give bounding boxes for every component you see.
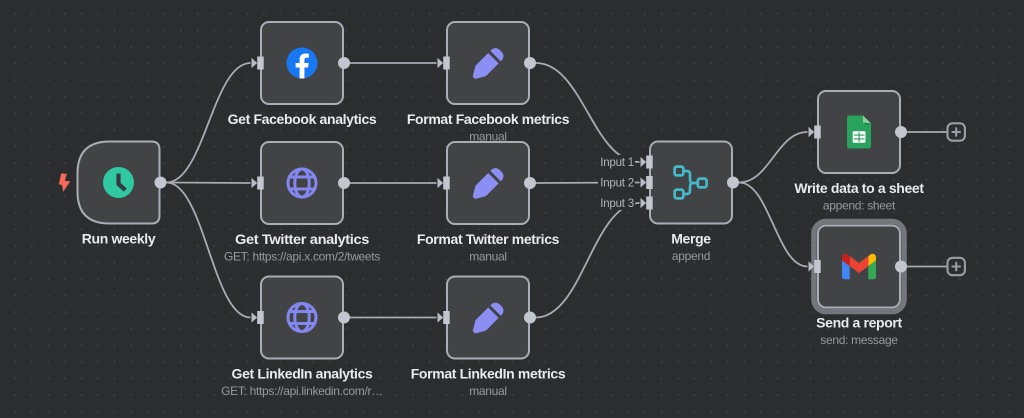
svg-text:Format LinkedIn metrics: Format LinkedIn metrics: [411, 366, 566, 382]
svg-text:manual: manual: [469, 250, 507, 264]
svg-text:Send a report: Send a report: [816, 315, 902, 331]
svg-text:manual: manual: [469, 130, 507, 144]
svg-text:Get Twitter analytics: Get Twitter analytics: [235, 231, 370, 247]
svg-text:send: message: send: message: [820, 333, 898, 347]
svg-text:append: sheet: append: sheet: [823, 199, 896, 213]
svg-text:Format Facebook metrics: Format Facebook metrics: [407, 111, 570, 127]
svg-text:Merge: Merge: [671, 231, 711, 247]
svg-text:Format Twitter metrics: Format Twitter metrics: [417, 231, 560, 247]
svg-text:Write data to a sheet: Write data to a sheet: [794, 180, 924, 196]
svg-text:GET: https://api.x.com/2/tweet: GET: https://api.x.com/2/tweets: [224, 250, 380, 264]
svg-text:Input 3: Input 3: [600, 198, 634, 210]
svg-text:Input 2: Input 2: [600, 178, 634, 190]
svg-text:Get Facebook analytics: Get Facebook analytics: [228, 111, 377, 127]
svg-text:append: append: [672, 249, 710, 263]
svg-text:GET: https://api.linkedin.com/: GET: https://api.linkedin.com/r…: [221, 384, 383, 398]
svg-text:Get LinkedIn analytics: Get LinkedIn analytics: [232, 366, 373, 382]
svg-text:Run weekly: Run weekly: [82, 231, 156, 247]
svg-text:Input 1: Input 1: [600, 157, 634, 169]
svg-text:manual: manual: [469, 384, 507, 398]
